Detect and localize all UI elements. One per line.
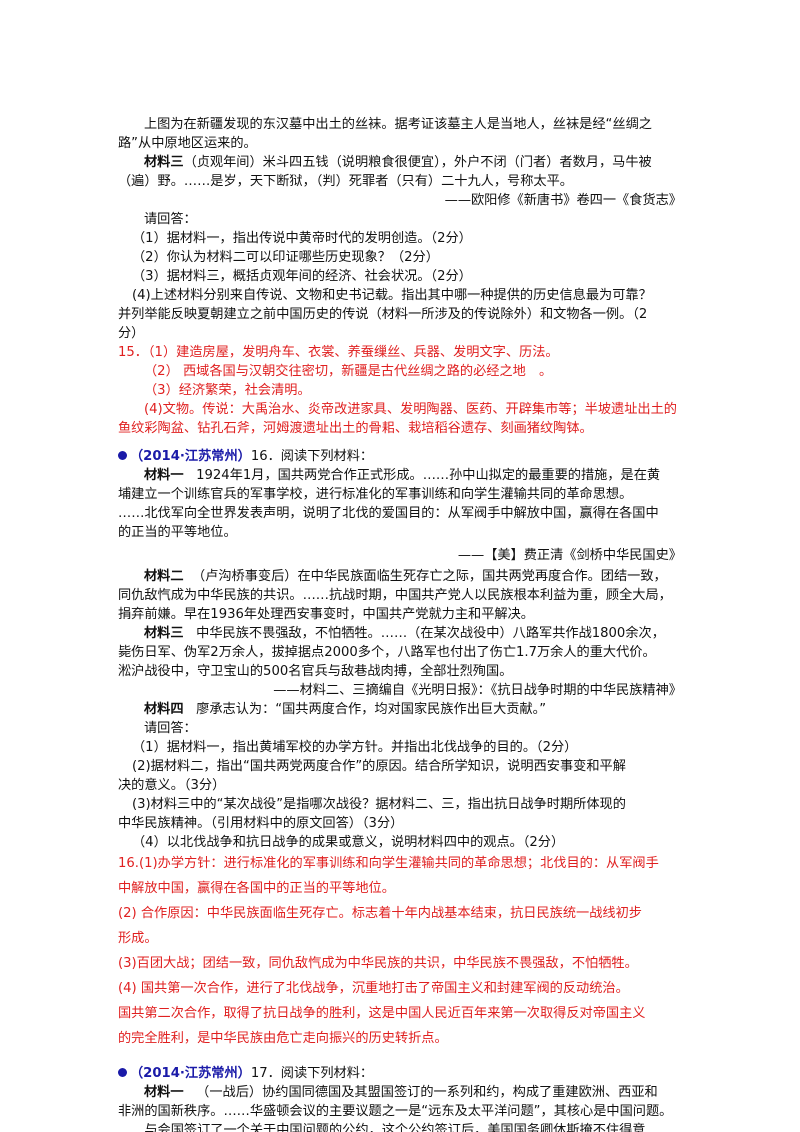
question-item: 并列举能反映夏朝建立之前中国历史的传说（材料一所涉及的传说除外）和文物各一例。（… bbox=[118, 307, 648, 322]
citation: ——材料二、三摘编自《光明日报》：《抗日战争时期的中华民族精神》 bbox=[273, 683, 682, 698]
question-header: （2014·江苏常州）16．阅读下列材料： bbox=[118, 447, 373, 466]
material-label: 材料一 bbox=[144, 468, 184, 483]
answer-line: 形成。 bbox=[118, 931, 158, 946]
text-line: （遍）野。……是岁，天下断狱，（判）死罪者（只有）二十九人，号称太平。 bbox=[118, 174, 573, 189]
material-line: 材料一 （一战后）协约国同德国及其盟国签订的一系列和约，构成了重建欧洲、西亚和 bbox=[144, 1083, 658, 1102]
answer-line: （3）经济繁荣，社会清明。 bbox=[144, 383, 311, 398]
question-prompt: 请回答： bbox=[144, 212, 197, 227]
question-item: （1）据材料一，指出黄埔军校的办学方针。并指出北伐战争的目的。（2分） bbox=[132, 740, 578, 755]
text-line: 捐弃前嫌。早在1936年处理西安事变时，中国共产党就力主和平解决。 bbox=[118, 607, 534, 622]
question-title: 16．阅读下列材料： bbox=[250, 449, 374, 464]
question-item: (2)据材料二，指出“国共两党两度合作”的原因。结合所学知识，说明西安事变和平解 bbox=[132, 759, 626, 774]
material-label: 材料一 bbox=[144, 1085, 184, 1100]
text-line: 非洲的国新秩序。……华盛顿会议的主要议题之一是“远东及太平洋问题”，其核心是中国… bbox=[118, 1104, 673, 1119]
question-item: 决的意义。（3分） bbox=[118, 778, 226, 793]
material-text: （卢沟桥事变后）在中华民族面临生死存亡之际，国共两党再度合作。团结一致， bbox=[191, 569, 667, 584]
material-label: 材料二 bbox=[144, 569, 184, 584]
answer-line: (2) 合作原因：中华民族面临生死存亡。标志着十年内战基本结束，抗日民族统一战线… bbox=[118, 906, 642, 921]
question-item: (3)材料三中的“某次战役”是指哪次战役？据材料二、三，指出抗日战争时期所体现的 bbox=[132, 797, 626, 812]
question-item: （3）据材料三，概括贞观年间的经济、社会状况。（2分） bbox=[132, 269, 472, 284]
answer-line: （2） 西域各国与汉朝交往密切，新疆是古代丝绸之路的必经之地 。 bbox=[144, 364, 553, 379]
answer-line: 国共第二次合作，取得了抗日战争的胜利，这是中国人民近百年来第一次取得反对帝国主义 bbox=[118, 1006, 646, 1021]
material-text: （贞观年间）米斗四五钱（说明粮食很便宜），外户不闭（门者）者数月，马牛被 bbox=[183, 155, 652, 170]
material-line: 材料三 中华民族不畏强敌，不怕牺牲。……（在某次战役中）八路军共作战1800余次… bbox=[144, 624, 665, 643]
text-line: 同仇敌忾成为中华民族的共识。……抗战时期，中国共产党人以民族根本利益为重，顾全大… bbox=[118, 588, 672, 603]
answer-line: 15．（1）建造房屋，发明舟车、衣裳、养蚕缫丝、兵器、发明文字、历法。 bbox=[118, 345, 559, 360]
material-line: 材料二 （卢沟桥事变后）在中华民族面临生死存亡之际，国共两党再度合作。团结一致， bbox=[144, 567, 667, 586]
material-label: 材料四 bbox=[144, 702, 184, 717]
material-line: 材料一 1924年1月，国共两党合作正式形成。……孙中山拟定的最重要的措施，是在… bbox=[144, 466, 660, 485]
answer-line: 的完全胜利，是中华民族由危亡走向振兴的历史转折点。 bbox=[118, 1031, 448, 1046]
question-item: （1）据材料一，指出传说中黄帝时代的发明创造。（2分） bbox=[132, 231, 472, 246]
text-line: 路”从中原地区运来的。 bbox=[118, 136, 257, 151]
material-label: 材料三 bbox=[144, 626, 184, 641]
text-line: ……与会国签订了一个关于中国问题的公约，这个公约签订后，美国国务卿休斯掩不住得意 bbox=[118, 1123, 646, 1132]
answer-line: 鱼纹彩陶盆、钻孔石斧，河姆渡遗址出土的骨耜、栽培稻谷遗存、刻画猪纹陶钵。 bbox=[118, 421, 593, 436]
citation: ——欧阳修《新唐书》卷四一《食货志》 bbox=[444, 193, 682, 208]
source-tag: （2014·江苏常州） bbox=[130, 449, 251, 464]
answer-line: (4) 国共第一次合作，进行了北伐战争，沉重地打击了帝国主义和封建军阀的反动统治… bbox=[118, 981, 629, 996]
material-line: 材料四 廖承志认为：“国共两度合作，均对国家民族作出巨大贡献。” bbox=[144, 700, 546, 719]
question-item: 中华民族精神。（引用材料中的原文回答）（3分） bbox=[118, 816, 404, 831]
answer-line: 中解放中国，赢得在各国中的正当的平等地位。 bbox=[118, 881, 395, 896]
material-text: （一战后）协约国同德国及其盟国签订的一系列和约，构成了重建欧洲、西亚和 bbox=[196, 1085, 658, 1100]
text-line: ……北伐军向全世界发表声明，说明了北伐的爱国目的：从军阀手中解放中国，赢得在各国… bbox=[118, 506, 659, 521]
question-item: （4）以北伐战争和抗日战争的成果或意义，说明材料四中的观点。（2分） bbox=[132, 835, 565, 850]
material-text: 1924年1月，国共两党合作正式形成。……孙中山拟定的最重要的措施，是在黄 bbox=[196, 468, 661, 483]
bullet-icon bbox=[118, 1068, 127, 1077]
citation: ——【美】费正清《剑桥中华民国史》 bbox=[457, 548, 682, 563]
text-line: 上图为在新疆发现的东汉墓中出土的丝袜。据考证该墓主人是当地人，丝袜是经“丝绸之 bbox=[144, 117, 652, 132]
question-prompt: 请回答： bbox=[144, 721, 197, 736]
answer-line: (3)百团大战；团结一致，同仇敌忾成为中华民族的共识，中华民族不畏强敌，不怕牺牲… bbox=[118, 956, 638, 971]
question-item: (4)上述材料分别来自传说、文物和史书记载。指出其中哪一种提供的历史信息最为可靠… bbox=[132, 288, 652, 303]
bullet-icon bbox=[118, 451, 127, 460]
question-title: 17．阅读下列材料： bbox=[250, 1066, 374, 1081]
text-line: 埔建立一个训练官兵的军事学校，进行标准化的军事训练和向学生灌输共同的革命思想。 bbox=[118, 487, 633, 502]
answer-line: (4)文物。传说：大禹治水、炎帝改进家具、发明陶器、医药、开辟集市等；半坡遗址出… bbox=[144, 402, 677, 417]
material-label: 材料三 bbox=[144, 155, 184, 170]
question-item: （2）你认为材料二可以印证哪些历史现象？（2分） bbox=[132, 250, 439, 265]
question-header: （2014·江苏常州）17．阅读下列材料： bbox=[118, 1064, 373, 1083]
text-line: 的正当的平等地位。 bbox=[118, 525, 237, 540]
text-line: 淞沪战役中，守卫宝山的500名官兵与敌巷战肉搏，全部壮烈殉国。 bbox=[118, 664, 513, 679]
answer-line: 16.(1)办学方针：进行标准化的军事训练和向学生灌输共同的革命思想；北伐目的：… bbox=[118, 856, 659, 871]
text-line: 毙伤日军、伪军2万余人，拔掉据点2000多个，八路军也付出了伤亡1.7万余人的重… bbox=[118, 645, 656, 660]
material-text: 廖承志认为：“国共两度合作，均对国家民族作出巨大贡献。” bbox=[196, 702, 547, 717]
question-item: 分） bbox=[118, 326, 145, 341]
material-text: 中华民族不畏强敌，不怕牺牲。……（在某次战役中）八路军共作战1800余次， bbox=[196, 626, 665, 641]
source-tag: （2014·江苏常州） bbox=[130, 1066, 251, 1081]
material-line: 材料三（贞观年间）米斗四五钱（说明粮食很便宜），外户不闭（门者）者数月，马牛被 bbox=[144, 153, 652, 172]
